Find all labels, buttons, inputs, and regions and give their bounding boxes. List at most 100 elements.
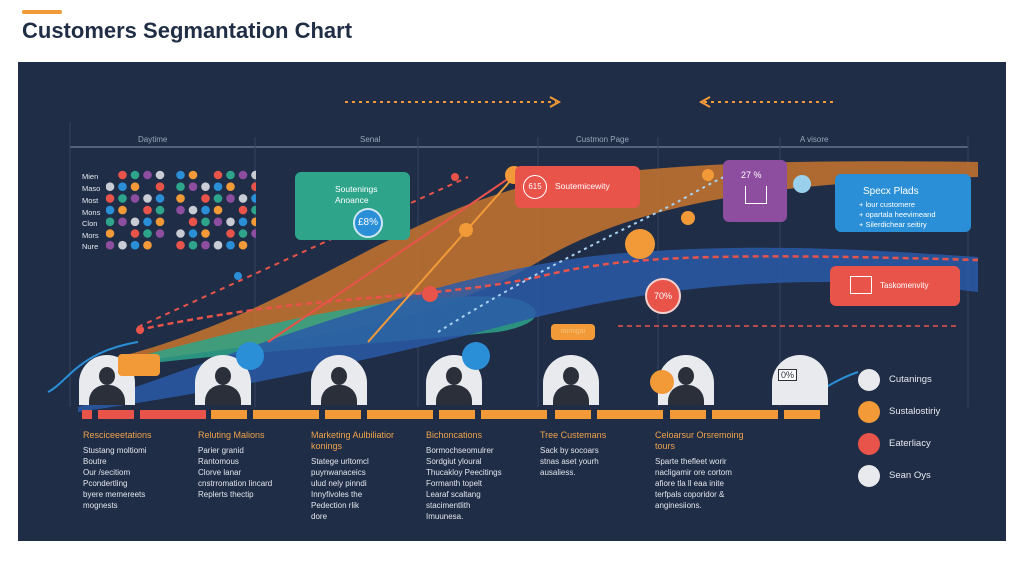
column-text-line: ausaliess. [540,468,576,477]
matrix-icon [188,240,198,250]
purple-callout-value: 27 % [741,170,762,180]
node-dot [234,272,242,280]
matrix-icon [130,170,140,180]
timeline-segment [325,410,361,419]
matrix-icon [201,194,210,203]
column-text: Sparte thefleet worir nacligamir ore cort… [655,456,732,511]
legend-label: Cutanings [889,374,932,385]
matrix-icon [106,217,115,227]
column-text-line: Pedection rlik [311,501,360,510]
node-dot [459,223,473,237]
matrix-icon [201,217,210,227]
persona-avatar [543,355,599,405]
flow-graphics [47,96,979,412]
title-accent-bar [22,10,62,14]
column-title: Celoarsur Orsremoing tours [655,430,744,451]
matrix-icon [188,229,198,238]
column-text-line: cnstrromation lincard [198,479,273,488]
globe-icon [793,175,811,193]
matrix-icon [143,240,152,250]
row-label: Most [82,196,99,205]
matrix-icon [106,205,115,215]
building-icon [850,276,872,294]
timeline-segment [597,410,663,419]
legend-dot [858,433,880,455]
column-text-line: mognests [83,501,118,510]
matrix-icon [118,170,127,180]
matrix-icon [155,205,165,215]
column-text-line: stacimentlith [426,501,471,510]
blue-callout: Specx Plads + lour customere + opartala … [835,174,971,232]
matrix-icon [213,194,223,203]
column-text-line: Pcondertling [83,479,128,488]
column-text-line: stnas aset yourh [540,457,599,466]
matrix-icon [118,240,127,250]
red-callout-value: 615 [523,175,547,199]
matrix-icon [226,170,235,180]
column-text-line: Sparte thefleet worir [655,457,727,466]
column-text-line: anginesiions. [655,501,702,510]
matrix-icon [238,194,248,203]
matrix-icon [213,217,223,227]
node-dot [451,173,459,181]
matrix-icon [143,229,152,238]
infographic-panel: Daytime Senal Custmon Page A visore Mien… [18,62,1006,541]
page-title: Customers Segmantation Chart [22,18,353,43]
bullet-item: + lour customere [859,200,916,209]
legend-label: Sustalostiriy [889,406,941,417]
column-text-line: dore [311,512,328,521]
column-text-line: Rantomous [198,457,239,466]
matrix-icon [143,205,152,215]
row-label: Mien [82,172,99,181]
row-label: Mons [82,208,101,217]
truck-avatar: 0% [772,355,828,405]
column-header: Senal [360,135,381,144]
matrix-icon [143,194,152,203]
matrix-icon [238,217,248,227]
row-label: Maso [82,184,101,193]
persona-avatar [426,355,482,405]
blue-callout-title: Specx Plads [863,186,919,197]
column-text-line: ulud nely pinndi [311,479,367,488]
timeline-segment [481,410,547,419]
blue-left-curve [47,341,139,393]
timeline-segment [670,410,706,419]
matrix-icon [201,182,210,191]
legend-dot [858,465,880,487]
matrix-icon [176,240,185,250]
persona-avatar [79,355,135,405]
chart-badge-icon [650,370,674,394]
teal-callout-value: £8% [353,208,383,238]
matrix-icon [130,182,140,191]
left-arrow-icon [698,96,711,108]
legend-label: Sean Oys [889,470,931,481]
column-text-line: nacligamir ore cortom [655,468,732,477]
matrix-icon [188,217,198,227]
bullet-item: + Silerdichear seitiry [859,220,927,229]
red-dashed-path [137,255,979,332]
node-dot [681,211,695,225]
column-text-line: Clorve lanar [198,468,242,477]
icon-matrix [106,170,256,250]
matrix-icon [130,229,140,238]
matrix-icon [226,182,235,191]
timeline-segment [82,410,92,419]
orange-line [367,171,519,343]
blue-callout-bullets: + lour customere + opartala heevimeand +… [859,200,936,230]
row-label: Clon [82,219,98,228]
timeline-segment [98,410,134,419]
column-text-line: byere memereets [83,490,146,499]
matrix-icon [251,217,256,227]
column-text-line: Learaf scaltang [426,490,481,499]
matrix-icon [143,217,152,227]
matrix-icon [106,229,115,238]
timeline-segment [367,410,433,419]
orange-tag: oumigai [551,324,595,340]
column-text-line: Replerts thectip [198,490,254,499]
matrix-icon [155,217,165,227]
column-text-line: terfpals coporidor & [655,490,725,499]
matrix-icon [130,240,140,250]
legend-label: Eaterliacy [889,438,931,449]
persona-badge-icon [462,342,490,370]
